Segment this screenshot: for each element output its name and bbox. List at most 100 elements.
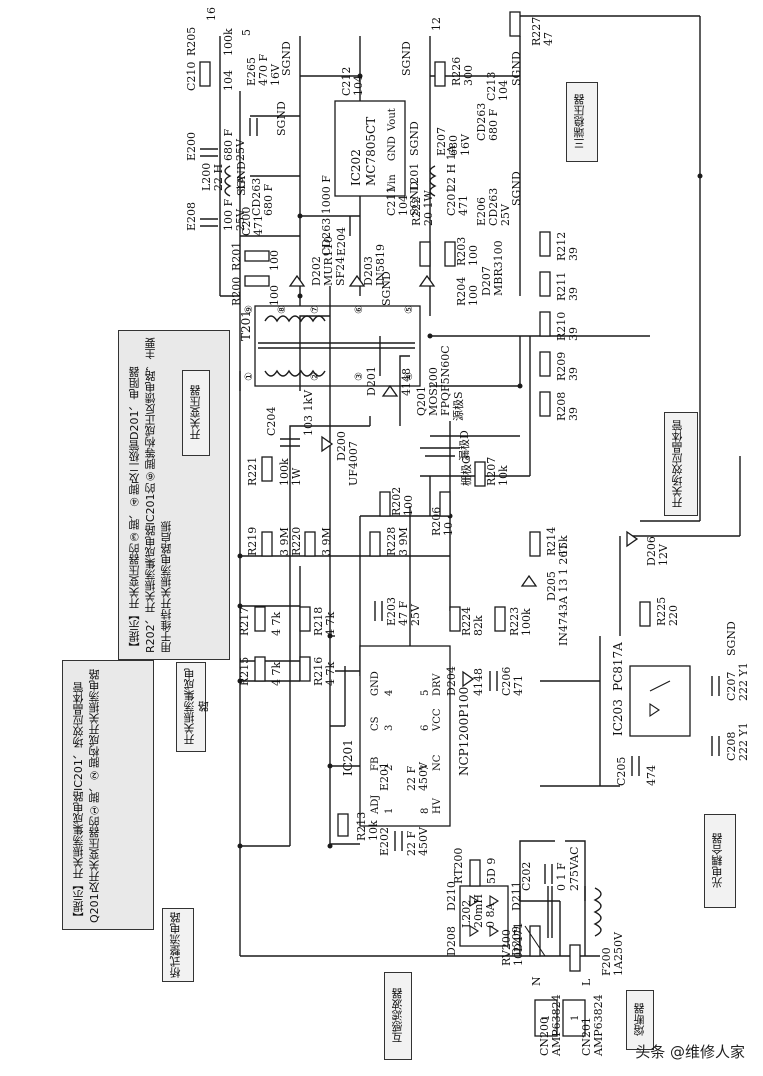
label-r200-value: 100: [268, 285, 281, 306]
tag-transformer: 开关变压器: [182, 370, 210, 456]
label-r200: R200: [230, 277, 243, 306]
label-r202: R202: [390, 487, 403, 516]
tag-filter: 互感滤波器: [384, 972, 412, 1060]
resistor-r217: [254, 606, 266, 632]
label-q201: Q201: [415, 386, 428, 416]
tip1-title: 【提示】: [72, 879, 85, 923]
label-ic201-pin6: VCC: [432, 708, 443, 732]
optocoupler-ic203: [629, 665, 691, 737]
label-r202-value: 100: [402, 495, 415, 516]
label-e208: E208: [185, 202, 198, 231]
label-sgnd-8: SGND: [510, 51, 523, 86]
label-f200: F200: [600, 947, 613, 976]
label-ic203: IC203: [611, 699, 625, 736]
resistor-r200: [244, 275, 270, 287]
label-c202-voltage: 275VAC: [568, 846, 581, 891]
label-r222-value: 20 1W: [422, 190, 435, 226]
label-d202-model: MUR110: [322, 236, 335, 286]
label-d200-model: UF4007: [347, 441, 360, 486]
diode-d200: [321, 435, 334, 453]
label-r217: R217: [238, 607, 251, 636]
label-ic201-num7: 7: [420, 765, 431, 771]
label-r206-value: 10: [442, 522, 455, 536]
label-d210: D210: [445, 881, 458, 911]
label-ic201-pin7: NC: [432, 754, 443, 771]
resistor-r227: [509, 11, 521, 37]
diode-d202: [288, 274, 306, 287]
resistor-r219: [261, 531, 273, 557]
label-r220: R220: [290, 527, 303, 556]
label-r211-value: 39: [567, 287, 580, 301]
tag-regulator: 三端稳压器: [566, 82, 598, 162]
label-ic202-vout: Vout: [387, 108, 398, 132]
label-c202: C202: [520, 862, 533, 891]
label-e265-value: 470 F: [257, 54, 270, 86]
label-ic201-num3: 3: [384, 725, 395, 731]
resistor-r202: [379, 491, 391, 517]
label-d200: D200: [335, 431, 348, 461]
label-cd263b-value: 680 F: [487, 109, 500, 141]
label-l200-value: 22 H: [212, 164, 225, 191]
resistor-r216: [299, 656, 311, 682]
tag-bridge: 桥式整流电路: [162, 908, 194, 982]
label-d206-value: 12V: [657, 543, 670, 566]
tip-oscillator-circuit: 【提示】开关振荡集成电路IC201、场效应晶体管Q201及开关变压器的①脚、②脚…: [62, 660, 154, 930]
label-rt200: RT200: [452, 848, 465, 884]
label-r225: R225: [655, 597, 668, 626]
label-l: L: [580, 978, 593, 986]
label-c206: C206: [500, 667, 513, 696]
label-r214-value: 15k: [557, 535, 570, 556]
zener-d205: [520, 574, 538, 587]
label-e207-voltage: 16V: [459, 133, 472, 156]
label-d208: D208: [445, 926, 458, 956]
label-d202-alt: SF24: [334, 257, 347, 286]
label-cn200-model: AMP63824: [550, 994, 563, 1057]
diode-d207: [418, 274, 436, 287]
label-sgnd-5: SGND: [408, 121, 421, 156]
connector-cn201: [562, 999, 586, 1037]
label-sgnd-7: SGND: [510, 171, 523, 206]
resistor-r209: [539, 351, 551, 377]
label-rv200: RV200: [500, 929, 513, 966]
label-r205-value: 100k: [222, 28, 235, 56]
label-c200-value: 471: [252, 215, 265, 236]
label-t-pin7: ⑦: [310, 305, 321, 314]
label-q201-drain: 漏极D: [457, 430, 471, 461]
label-d201-model: 4148: [400, 368, 413, 396]
label-r228-value: 3 9M: [397, 527, 410, 556]
label-d207-model: MBR3100: [492, 240, 505, 296]
label-d206: D206: [645, 536, 658, 566]
label-sgnd-6: SGND: [400, 41, 413, 76]
label-n: N: [530, 976, 543, 986]
label-c210: C210: [185, 62, 198, 91]
label-c210-value: 104: [222, 70, 235, 91]
label-c205-value: 474: [645, 765, 658, 786]
diode-d201: [381, 384, 399, 397]
resistor-r205: [199, 61, 211, 87]
label-r227: R227: [530, 17, 543, 46]
label-sgnd-4: SGND: [408, 181, 421, 216]
label-r207: R207: [485, 457, 498, 486]
label-e200-voltage: 25V: [234, 138, 247, 161]
components: [199, 11, 720, 1037]
label-e204-value: CD263 1000 F: [320, 175, 333, 256]
label-sgnd-2: SGND: [275, 101, 288, 136]
label-r217-value: 4 7k: [270, 612, 283, 636]
label-cd263a: CD263: [250, 178, 263, 216]
diode-d204: [462, 670, 475, 688]
label-r219: R219: [246, 527, 259, 556]
label-ic201-pin3: CS: [370, 716, 381, 731]
label-sgnd-9: SGND: [380, 271, 393, 306]
label-r210: R210: [555, 312, 568, 341]
inductor-l200: [224, 165, 232, 197]
label-r211: R211: [555, 272, 568, 301]
label-l202-current: 0 8A: [484, 902, 497, 928]
label-e202: E202: [378, 827, 391, 856]
label-r221-value: 100k: [278, 458, 291, 486]
label-r214: R214: [545, 527, 558, 556]
label-ic202-vin: Vin: [387, 174, 398, 192]
tip-feedback-circuit: 【提示】开关变压器的③脚、④脚及二极管D201、电阻器R202、开关振荡集成电路…: [118, 330, 230, 660]
resistor-r214: [529, 531, 541, 557]
label-l200: L200: [200, 163, 213, 191]
